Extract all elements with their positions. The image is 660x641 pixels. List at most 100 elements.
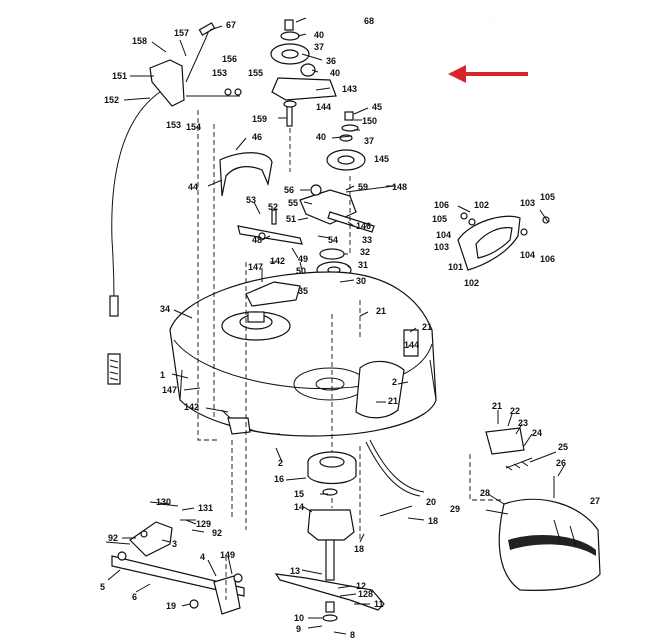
callout-102b: 102 bbox=[464, 278, 479, 288]
callout-68: 68 bbox=[364, 16, 374, 26]
callout-50: 50 bbox=[296, 266, 306, 276]
callout-19: 19 bbox=[166, 601, 176, 611]
callout-157: 157 bbox=[174, 28, 189, 38]
callout-10: 10 bbox=[294, 613, 304, 623]
callout-21d: 21 bbox=[492, 401, 502, 411]
callout-101: 101 bbox=[448, 262, 463, 272]
callout-142: 142 bbox=[270, 256, 285, 266]
callout-18: 18 bbox=[428, 516, 438, 526]
callout-146: 146 bbox=[356, 221, 371, 231]
callout-152: 152 bbox=[104, 95, 119, 105]
callout-149: 149 bbox=[220, 550, 235, 560]
callout-45: 45 bbox=[372, 102, 382, 112]
belt-shield bbox=[457, 205, 550, 271]
callout-53: 53 bbox=[246, 195, 256, 205]
callout-27: 27 bbox=[590, 496, 600, 506]
callout-25: 25 bbox=[558, 442, 568, 452]
callout-144b: 144 bbox=[404, 340, 419, 350]
leader-lines bbox=[105, 17, 565, 635]
callout-6: 6 bbox=[132, 592, 137, 602]
callout-37b: 37 bbox=[364, 136, 374, 146]
front-link-assembly bbox=[111, 503, 245, 615]
callout-92: 92 bbox=[212, 528, 222, 538]
callout-153: 153 bbox=[212, 68, 227, 78]
callout-37: 37 bbox=[314, 42, 324, 52]
callout-numbers: 67 158 157 40 37 36 40 151 153 156 155 1… bbox=[100, 16, 600, 640]
callout-14: 14 bbox=[294, 502, 304, 512]
callout-22: 22 bbox=[510, 406, 520, 416]
callout-2: 2 bbox=[392, 377, 397, 387]
callout-128: 128 bbox=[358, 589, 373, 599]
callout-9: 9 bbox=[296, 624, 301, 634]
callout-54: 54 bbox=[328, 235, 338, 245]
callout-153b: 153 bbox=[166, 120, 181, 130]
callout-59: 59 bbox=[358, 182, 368, 192]
callout-2b: 2 bbox=[278, 458, 283, 468]
callout-49: 49 bbox=[298, 254, 308, 264]
callout-44: 44 bbox=[188, 182, 198, 192]
idler-pulley-assembly bbox=[299, 111, 395, 233]
callout-151: 151 bbox=[112, 71, 127, 81]
callout-33: 33 bbox=[362, 235, 372, 245]
callout-46: 46 bbox=[252, 132, 262, 142]
callout-4: 4 bbox=[200, 552, 205, 562]
callout-147b: 147 bbox=[162, 385, 177, 395]
callout-102: 102 bbox=[474, 200, 489, 210]
callout-18b: 18 bbox=[354, 544, 364, 554]
callout-29: 29 bbox=[450, 504, 460, 514]
callout-52: 52 bbox=[268, 202, 278, 212]
callout-105b: 105 bbox=[432, 214, 447, 224]
callout-104: 104 bbox=[436, 230, 451, 240]
callout-15: 15 bbox=[294, 489, 304, 499]
callout-28: 28 bbox=[480, 488, 490, 498]
callout-156: 156 bbox=[222, 54, 237, 64]
callout-148: 148 bbox=[392, 182, 407, 192]
callout-105: 105 bbox=[540, 192, 555, 202]
callout-26: 26 bbox=[556, 458, 566, 468]
callout-13: 13 bbox=[290, 566, 300, 576]
callout-20: 20 bbox=[426, 497, 436, 507]
callout-103b: 103 bbox=[434, 242, 449, 252]
drive-belt bbox=[371, 11, 522, 125]
callout-40: 40 bbox=[314, 30, 324, 40]
callout-67: 67 bbox=[226, 20, 236, 30]
callout-3: 3 bbox=[172, 539, 177, 549]
callout-143: 143 bbox=[342, 84, 357, 94]
red-arrow bbox=[448, 65, 528, 83]
callout-5: 5 bbox=[100, 582, 105, 592]
callout-51: 51 bbox=[286, 214, 296, 224]
callout-1: 1 bbox=[160, 370, 165, 380]
callout-56: 56 bbox=[284, 185, 294, 195]
callout-21b: 21 bbox=[422, 322, 432, 332]
mower-deck bbox=[169, 271, 437, 437]
callout-36: 36 bbox=[326, 56, 336, 66]
belt-cover bbox=[219, 152, 273, 197]
callout-35: 35 bbox=[298, 286, 308, 296]
callout-145: 145 bbox=[374, 154, 389, 164]
callout-21: 21 bbox=[376, 306, 386, 316]
lift-cable-assembly bbox=[107, 22, 242, 385]
discharge-chute bbox=[485, 427, 601, 591]
callout-155: 155 bbox=[248, 68, 263, 78]
callout-103: 103 bbox=[520, 198, 535, 208]
callout-11: 11 bbox=[374, 599, 384, 609]
callout-40b: 40 bbox=[330, 68, 340, 78]
callout-150: 150 bbox=[362, 116, 377, 126]
callout-147: 147 bbox=[248, 262, 263, 272]
callout-92b: 92 bbox=[108, 533, 118, 543]
callout-32: 32 bbox=[360, 247, 370, 257]
callout-158: 158 bbox=[132, 36, 147, 46]
callout-30: 30 bbox=[356, 276, 366, 286]
callout-24: 24 bbox=[532, 428, 542, 438]
callout-16: 16 bbox=[274, 474, 284, 484]
callout-23: 23 bbox=[518, 418, 528, 428]
callout-106: 106 bbox=[434, 200, 449, 210]
callout-129: 129 bbox=[196, 519, 211, 529]
callout-34: 34 bbox=[160, 304, 170, 314]
callout-31: 31 bbox=[358, 260, 368, 270]
callout-159: 159 bbox=[252, 114, 267, 124]
callout-40c: 40 bbox=[316, 132, 326, 142]
callout-12: 12 bbox=[356, 581, 366, 591]
callout-8: 8 bbox=[350, 630, 355, 640]
